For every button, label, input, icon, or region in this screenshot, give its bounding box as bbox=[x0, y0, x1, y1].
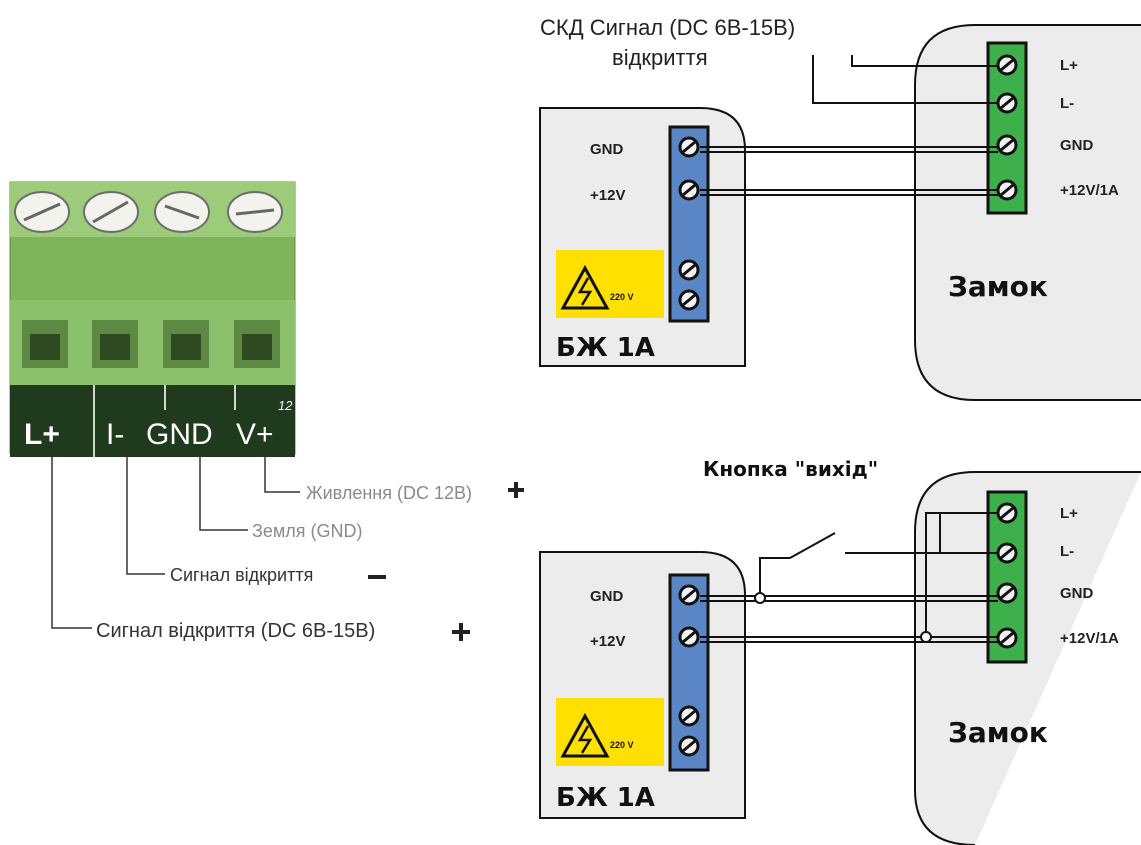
junction-dot bbox=[920, 631, 932, 643]
minus-icon bbox=[368, 575, 386, 579]
psu-gnd-label: GND bbox=[590, 141, 624, 158]
terminal-connector: L+ I- GND V+ 12 bbox=[9, 181, 296, 457]
junction-dot bbox=[754, 592, 766, 604]
pin-label-iminus: I- bbox=[106, 418, 124, 451]
label-ground: Земля (GND) bbox=[252, 521, 363, 541]
lock-terminal-lplus: L+ bbox=[1060, 505, 1078, 522]
psu-panel bbox=[539, 551, 746, 819]
exit-button-label: Кнопка "вихід" bbox=[703, 457, 878, 481]
psu-12v-label: +12V bbox=[590, 633, 625, 650]
bottom-diagram: Кнопка "вихід" GND +12V 220 V БЖ 1А L+ L… bbox=[539, 457, 1141, 845]
lock-terminal-12v: +12V/1A bbox=[1060, 630, 1119, 647]
pin-label-vplus: V+ bbox=[236, 418, 274, 451]
label-power: Живлення (DC 12В) bbox=[306, 483, 472, 503]
label-open-plus: Сигнал відкриття (DC 6В-15В) bbox=[96, 620, 375, 642]
psu-gnd-label: GND bbox=[590, 588, 624, 605]
connector-leader-lines bbox=[51, 448, 300, 629]
lock-terminal-lplus: L+ bbox=[1060, 57, 1078, 74]
lock-name: Замок bbox=[948, 716, 1048, 749]
bottom-wires bbox=[700, 512, 998, 643]
lock-panel bbox=[914, 471, 1141, 845]
psu-name: БЖ 1А bbox=[556, 783, 655, 813]
pin-label-gnd: GND bbox=[146, 418, 213, 451]
plus-icon bbox=[452, 623, 470, 641]
lock-terminal-12v: +12V/1A bbox=[1060, 182, 1119, 199]
connector-screws bbox=[14, 191, 283, 233]
svg-text:220 V: 220 V bbox=[610, 740, 634, 750]
lock-terminal-gnd: GND bbox=[1060, 137, 1094, 154]
top-diagram: СКД Сигнал (DC 6В-15В) відкриття GND +12… bbox=[539, 15, 1141, 401]
pin-label-lplus: L+ bbox=[24, 418, 60, 451]
lock-terminal-lminus: L- bbox=[1060, 543, 1074, 560]
skd-title-line1: СКД Сигнал (DC 6В-15В) bbox=[540, 15, 795, 40]
high-voltage-warning-icon: 220 V bbox=[556, 250, 664, 318]
psu-name: БЖ 1А bbox=[556, 333, 655, 363]
lock-terminal-gnd: GND bbox=[1060, 585, 1094, 602]
skd-title-line2: відкриття bbox=[612, 45, 708, 70]
label-open-minus: Сигнал відкриття bbox=[170, 565, 313, 585]
pin-label-strip bbox=[10, 385, 295, 457]
svg-text:220 V: 220 V bbox=[610, 292, 634, 302]
lock-panel bbox=[914, 24, 1141, 401]
top-wires bbox=[700, 55, 998, 196]
pin-mark-12: 12 bbox=[278, 398, 293, 413]
connector-wire-slots bbox=[22, 320, 280, 368]
plus-icon bbox=[508, 482, 524, 498]
psu-terminal-block bbox=[668, 125, 710, 323]
high-voltage-warning-icon: 220 V bbox=[556, 698, 664, 766]
psu-12v-label: +12V bbox=[590, 187, 625, 204]
lock-terminal-lminus: L- bbox=[1060, 95, 1074, 112]
lock-name: Замок bbox=[948, 270, 1048, 303]
